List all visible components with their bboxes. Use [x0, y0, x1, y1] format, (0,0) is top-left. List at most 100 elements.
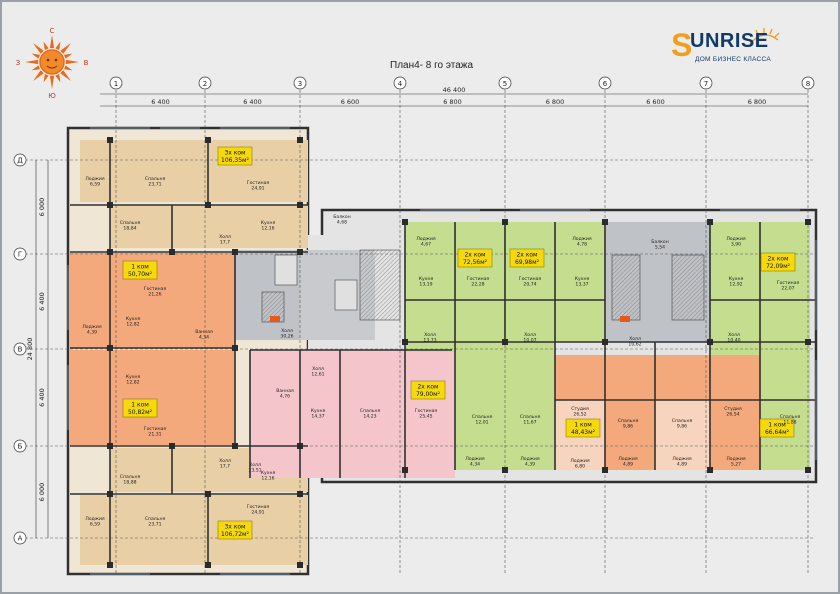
column-axis-label: 2	[203, 80, 207, 88]
row-span-dimension: 6 000	[38, 483, 46, 502]
sun-ray	[25, 59, 39, 65]
room-area: 12,82	[126, 322, 139, 328]
sun-ray	[31, 65, 41, 71]
room-name: Гостиная	[777, 280, 800, 286]
room-area: 4,34	[470, 462, 480, 468]
structural-column	[707, 219, 713, 225]
column-axis-bubble	[598, 76, 612, 90]
room-name: Гостиная	[467, 276, 490, 282]
brand-sun-arc: S	[671, 28, 780, 63]
sun-ray	[31, 53, 41, 59]
column-axis-bubble	[393, 76, 407, 90]
stairs	[261, 249, 705, 323]
apartment-area: 106,35м²	[221, 157, 250, 164]
sun-ray	[65, 59, 79, 65]
room-name: Холл	[524, 332, 536, 338]
apt-1room-lower	[70, 350, 235, 445]
room-area: 11,67	[523, 420, 536, 426]
column-axis-label: 4	[398, 80, 403, 88]
span-dimension: 6 800	[546, 98, 565, 106]
room-area: 4,39	[87, 330, 97, 336]
brand-name: UNRISE	[690, 30, 769, 52]
span-dimension: 6 600	[341, 98, 360, 106]
row-axis-label: Д	[17, 157, 23, 165]
structural-column	[297, 443, 303, 449]
room-name: Спальня	[360, 408, 381, 414]
room-area: 12,16	[261, 226, 274, 232]
structural-column	[107, 443, 113, 449]
room-area: 11,88	[783, 420, 796, 426]
structural-column	[602, 219, 608, 225]
structural-column	[805, 467, 811, 473]
room-area: 6,80	[575, 464, 585, 470]
apartment-rooms: 2х ком	[417, 384, 438, 391]
room-name: Лоджия	[85, 516, 105, 522]
room-name: Гостиная	[247, 180, 270, 186]
sun-ray	[55, 41, 61, 51]
structural-column	[205, 202, 211, 208]
room-name: Гостиная	[519, 276, 542, 282]
room-name: Холл	[249, 462, 261, 468]
structural-column	[107, 137, 113, 143]
room-name: Кухня	[126, 316, 141, 322]
room-area: 5,27	[731, 462, 741, 468]
sun-ray	[60, 42, 72, 54]
structural-column	[232, 249, 238, 255]
room-area: 21,31	[148, 432, 161, 438]
room-area: 12,16	[261, 476, 274, 482]
structural-column	[297, 137, 303, 143]
room-area: 6,59	[90, 182, 100, 188]
room-area: 22,28	[471, 282, 484, 288]
structural-column	[502, 219, 508, 225]
room-area: 30,26	[280, 334, 293, 340]
room-name: Лоджия	[726, 456, 746, 462]
room-name: Кухня	[261, 220, 276, 226]
room-name: Спальня	[145, 176, 166, 182]
row-axis-label: В	[18, 346, 23, 354]
room-area: 10,40	[727, 338, 740, 344]
room-name: Ванная	[195, 329, 213, 335]
apartment-area: 66,64м²	[765, 429, 790, 436]
column-axis-label: 5	[503, 80, 507, 88]
structural-column	[602, 467, 608, 473]
structural-column	[205, 137, 211, 143]
apartment-area: 106,72м²	[221, 531, 250, 538]
room-area: 13,73	[423, 338, 436, 344]
structural-column	[402, 467, 408, 473]
room-area: 22,07	[781, 286, 794, 292]
room-name: Кухня	[311, 408, 326, 414]
span-dimension: 6 800	[443, 98, 462, 106]
room-name: Лоджия	[85, 176, 105, 182]
total-width-dimension: 46 400	[443, 86, 466, 94]
room-name: Спальня	[618, 418, 639, 424]
room-name: Лоджия	[520, 456, 540, 462]
row-axis-bubble	[13, 439, 27, 453]
room-area: 14,23	[363, 414, 376, 420]
brand-subtitle: ДОМ БИЗНЕС КЛАССА	[695, 56, 771, 63]
room-name: Студия	[724, 406, 742, 412]
column-axis-label: 6	[603, 80, 608, 88]
compass-north: С	[50, 27, 55, 35]
room-area: 12,01	[475, 420, 488, 426]
room-name: Спальня	[145, 516, 166, 522]
apartment-rooms: 1 ком	[131, 402, 149, 409]
structural-columns	[107, 137, 811, 568]
structural-column	[107, 345, 113, 351]
room-name: Спальня	[120, 474, 141, 480]
room-name: Ванная	[276, 388, 294, 394]
room-area: 12,92	[729, 282, 742, 288]
room-name: Спальня	[472, 414, 493, 420]
apartment-rooms: 2х ком	[516, 252, 537, 259]
building-fills	[66, 126, 818, 576]
room-name: Балкон	[651, 239, 669, 245]
apartment-rooms: 1 ком	[768, 422, 786, 429]
